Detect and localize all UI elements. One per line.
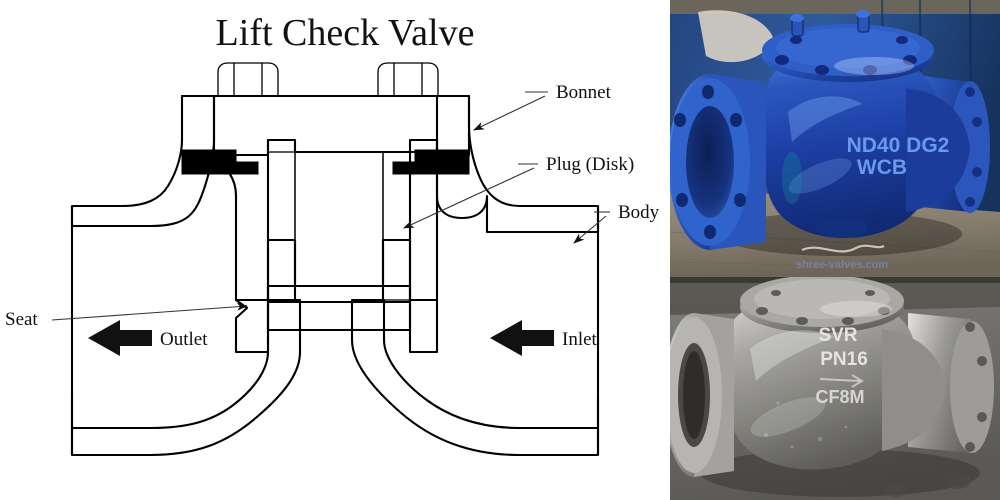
gasket-left <box>181 149 259 175</box>
seat-left <box>234 298 270 354</box>
seat-leader <box>51 302 248 321</box>
plug-skirt-right <box>381 238 412 304</box>
blue-valve-photo-svg: ND40 DG2 WCB shree-valves.com <box>670 0 1000 277</box>
photo-watermark: shree-valves.com <box>796 259 889 271</box>
seat-right <box>408 298 439 354</box>
steel-cast-marking-1: SVR <box>818 325 857 346</box>
bonnet-leader <box>473 95 546 131</box>
cast-marking-line-1: ND40 DG2 <box>847 134 950 157</box>
plug-skirt-cavity <box>293 240 385 288</box>
bonnet-label: Bonnet <box>556 82 612 103</box>
bonnet-bolt-right <box>377 62 439 97</box>
steel-valve-photo-svg: SVR PN16 CF8M <box>670 277 1000 500</box>
body-lower-left-wall <box>70 298 302 457</box>
plug-skirt-left <box>266 238 297 304</box>
seat-label: Seat <box>5 309 38 330</box>
plug-guide-left-bore <box>267 151 296 301</box>
photo-blue-check-valve: ND40 DG2 WCB shree-valves.com <box>670 0 1000 277</box>
inlet-flow-arrow <box>490 320 554 356</box>
photo-steel-check-valve: SVR PN16 CF8M <box>670 277 1000 500</box>
cast-marking-line-2: WCB <box>857 156 907 179</box>
body-label: Body <box>618 202 660 223</box>
outlet-label: Outlet <box>160 329 208 350</box>
plug-leader <box>403 167 535 229</box>
plug-label: Plug (Disk) <box>546 154 634 175</box>
gasket-right <box>392 149 470 175</box>
outlet-flow-arrow <box>88 320 152 356</box>
inlet-label: Inlet <box>562 329 598 350</box>
body-lower-right-wall <box>350 298 600 457</box>
bonnet-flange <box>180 94 471 157</box>
bonnet-bolt-left <box>217 62 279 97</box>
steel-cast-marking-2: PN16 <box>820 349 868 370</box>
cross-section-diagram-panel: Lift Check Valve <box>5 12 660 457</box>
steel-cast-marking-3: CF8M <box>816 387 865 407</box>
photo-panel: ND40 DG2 WCB shree-valves.com <box>670 0 1000 500</box>
plug-stem-core <box>294 151 384 287</box>
diagram-title: Lift Check Valve <box>216 12 475 54</box>
seat-bridge <box>266 300 412 332</box>
body-leader <box>573 215 607 244</box>
lift-check-valve-cross-section: Lift Check Valve <box>5 12 660 457</box>
